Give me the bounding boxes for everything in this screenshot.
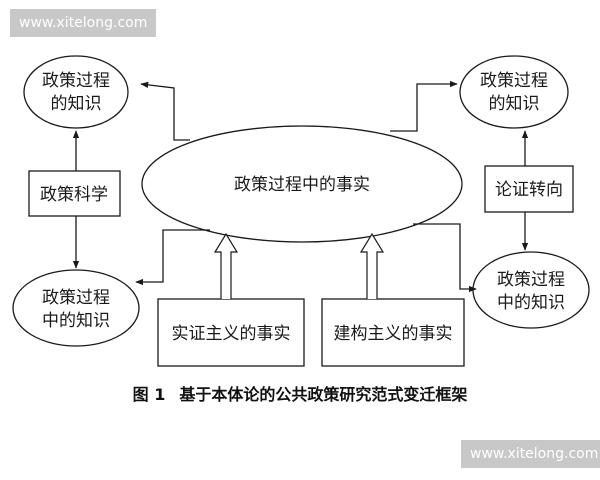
watermark-top: www.xitelong.com bbox=[10, 9, 157, 37]
label-knowledge-bottom-right-1: 政策过程 bbox=[497, 270, 565, 290]
label-knowledge-bottom-left-2: 中的知识 bbox=[42, 311, 110, 331]
caption-label: 图 1 bbox=[132, 385, 166, 404]
arrow-center-to-bottom-left bbox=[135, 229, 210, 286]
label-center: 政策过程中的事实 bbox=[234, 175, 370, 195]
watermark-bottom: www.xitelong.com bbox=[461, 440, 600, 468]
arrow-center-to-bottom-right bbox=[413, 223, 477, 293]
arrow-center-to-top-right bbox=[390, 80, 458, 132]
node-knowledge-top-right bbox=[459, 55, 569, 129]
arrow-center-to-top-left bbox=[140, 81, 190, 141]
label-knowledge-top-left-1: 政策过程 bbox=[42, 71, 110, 91]
node-knowledge-bottom-left bbox=[12, 269, 140, 347]
label-knowledge-top-right-1: 政策过程 bbox=[480, 71, 548, 91]
label-constructivist: 建构主义的事实 bbox=[334, 324, 453, 344]
node-knowledge-bottom-right bbox=[472, 251, 590, 329]
label-knowledge-top-right-2: 的知识 bbox=[489, 94, 540, 114]
hollow-arrow-constructivist bbox=[359, 232, 385, 299]
node-center bbox=[141, 125, 463, 243]
label-argument-turn: 论证转向 bbox=[495, 180, 563, 200]
label-knowledge-bottom-right-2: 中的知识 bbox=[497, 293, 565, 313]
hollow-arrow-empirical bbox=[213, 232, 239, 299]
label-empirical: 实证主义的事实 bbox=[172, 324, 291, 344]
node-policy-science bbox=[28, 170, 121, 217]
label-policy-science: 政策科学 bbox=[40, 185, 108, 205]
label-knowledge-top-left-2: 的知识 bbox=[51, 94, 102, 114]
caption-text: 基于本体论的公共政策研究范式变迁框架 bbox=[179, 385, 468, 404]
node-knowledge-top-left bbox=[23, 55, 129, 129]
label-knowledge-bottom-left-1: 政策过程 bbox=[42, 288, 110, 308]
figure-caption: 图 1 基于本体论的公共政策研究范式变迁框架 bbox=[0, 381, 600, 405]
node-argument-turn bbox=[484, 165, 574, 213]
node-constructivist bbox=[321, 298, 465, 367]
